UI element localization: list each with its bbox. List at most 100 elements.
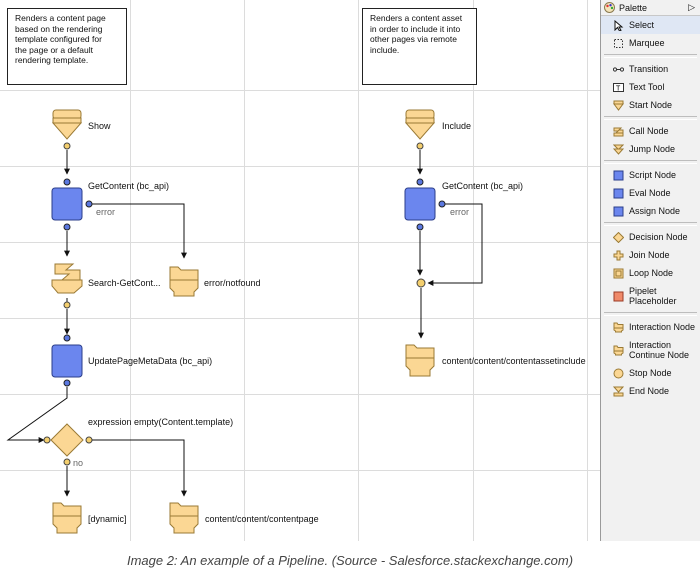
palette-item-pipelet-placeholder[interactable]: Pipelet Placeholder <box>601 282 700 310</box>
select-arrow-icon <box>614 19 624 31</box>
palette-item-label: Eval Node <box>629 188 671 198</box>
palette-item-interaction-node[interactable]: Interaction Node <box>601 318 700 336</box>
svg-text:T: T <box>616 85 621 92</box>
start-node-icon <box>613 100 624 111</box>
palette-item-label: Join Node <box>629 250 670 260</box>
interaction-continue-node-icon <box>613 345 624 355</box>
script-node-getcontent[interactable] <box>51 187 83 221</box>
palette-item-label: Select <box>629 20 655 30</box>
label-contentpage: content/content/contentpage <box>205 514 319 524</box>
pipelet-placeholder-icon <box>613 291 624 301</box>
palette-item-start-node[interactable]: Start Node <box>601 96 700 114</box>
pipeline-canvas[interactable]: Renders a content page based on the rend… <box>0 0 600 541</box>
palette-item-interaction-continue-node[interactable]: Interaction Continue Node <box>601 336 700 364</box>
palette-item-label: Assign Node <box>629 206 681 216</box>
label-getcontent: GetContent (bc_api) <box>88 181 170 191</box>
collapse-arrow-icon[interactable]: ▷ <box>688 2 695 12</box>
connector-dot <box>63 379 71 387</box>
label-error-right: error <box>450 207 470 217</box>
connector-dot <box>63 301 71 309</box>
connector-dot <box>416 142 424 150</box>
palette-item-label: Stop Node <box>629 368 672 378</box>
palette-separator <box>604 54 697 58</box>
jump-node-icon <box>613 144 624 155</box>
palette-header: Palette ▷ <box>601 0 700 16</box>
palette-item-label: Interaction Node <box>629 322 696 332</box>
interaction-node-contentassetinclude[interactable] <box>405 344 435 377</box>
loop-node-icon <box>613 268 624 278</box>
start-node-include[interactable] <box>404 109 436 140</box>
palette-item-label: Pipelet Placeholder <box>629 286 677 306</box>
connector-dot <box>85 200 93 208</box>
call-node-search[interactable] <box>51 263 83 294</box>
palette-item-join-node[interactable]: Join Node <box>601 246 700 264</box>
palette-separator <box>604 160 697 164</box>
end-node-icon <box>613 386 624 396</box>
script-node-updatepagemetadata[interactable] <box>51 344 83 378</box>
comment-left[interactable]: Renders a content page based on the rend… <box>7 8 127 85</box>
label-include: Include <box>442 121 472 131</box>
label-getcontent-right: GetContent (bc_api) <box>442 181 524 191</box>
palette-item-eval-node[interactable]: Eval Node <box>601 184 700 202</box>
decision-node-icon <box>613 231 624 243</box>
assign-node-icon <box>613 206 624 216</box>
script-node-icon <box>613 170 624 180</box>
interaction-node-error-notfound[interactable] <box>169 266 199 297</box>
connector-dot <box>438 200 446 208</box>
label-contentassetinclude: content/content/contentassetinclude <box>442 356 586 366</box>
connector-dot <box>63 223 71 231</box>
stop-node-icon <box>613 368 624 378</box>
figure-caption: Image 2: An example of a Pipeline. (Sour… <box>0 541 700 580</box>
palette-title: Palette <box>619 2 648 13</box>
comment-right[interactable]: Renders a content asset in order to incl… <box>362 8 477 85</box>
palette-item-label: Loop Node <box>629 268 674 278</box>
transition-icon <box>613 66 624 72</box>
connector-dot <box>85 436 93 444</box>
label-error: error <box>96 207 116 217</box>
start-node-show[interactable] <box>51 109 83 140</box>
label-error-notfound: error/notfound <box>204 278 261 288</box>
palette-item-label: Transition <box>629 64 669 74</box>
label-no: no <box>73 458 84 468</box>
connector-dot <box>416 178 424 186</box>
palette-item-transition[interactable]: Transition <box>601 60 700 78</box>
label-dynamic: [dynamic] <box>88 514 127 524</box>
connector-dot <box>63 142 71 150</box>
text-tool-icon: T <box>613 82 624 92</box>
script-node-getcontent-include[interactable] <box>404 187 436 221</box>
palette-item-end-node[interactable]: End Node <box>601 382 700 400</box>
pipeline-diagram <box>6 109 483 534</box>
decision-node[interactable] <box>50 423 84 457</box>
palette-separator <box>604 222 697 226</box>
palette-item-script-node[interactable]: Script Node <box>601 166 700 184</box>
palette-item-label: Interaction Continue Node <box>629 340 690 360</box>
label-show: Show <box>88 121 111 131</box>
join-node-icon <box>613 250 624 260</box>
grid-lines <box>0 0 600 541</box>
palette-item-assign-node[interactable]: Assign Node <box>601 202 700 220</box>
palette-item-call-node[interactable]: Call Node <box>601 122 700 140</box>
marquee-icon <box>614 38 623 48</box>
palette-item-loop-node[interactable]: Loop Node <box>601 264 700 282</box>
palette-item-marquee[interactable]: Marquee <box>601 34 700 52</box>
palette-item-jump-node[interactable]: Jump Node <box>601 140 700 158</box>
palette-separator <box>604 312 697 316</box>
interaction-node-contentpage[interactable] <box>169 502 199 534</box>
label-updatepagemetadata: UpdatePageMetaData (bc_api) <box>88 356 213 366</box>
join-node[interactable] <box>416 278 426 288</box>
palette-item-stop-node[interactable]: Stop Node <box>601 364 700 382</box>
palette-item-label: End Node <box>629 386 670 396</box>
connector-dot <box>43 436 51 444</box>
palette-item-label: Call Node <box>629 126 669 136</box>
palette-item-decision-node[interactable]: Decision Node <box>601 228 700 246</box>
palette-item-label: Jump Node <box>629 144 676 154</box>
label-decision: expression empty(Content.template) <box>88 417 234 427</box>
interaction-node-icon <box>613 322 624 332</box>
palette-item-select[interactable]: Select <box>601 16 700 34</box>
eval-node-icon <box>613 188 624 198</box>
interaction-node-dynamic[interactable] <box>52 502 82 534</box>
palette-separator <box>604 116 697 120</box>
